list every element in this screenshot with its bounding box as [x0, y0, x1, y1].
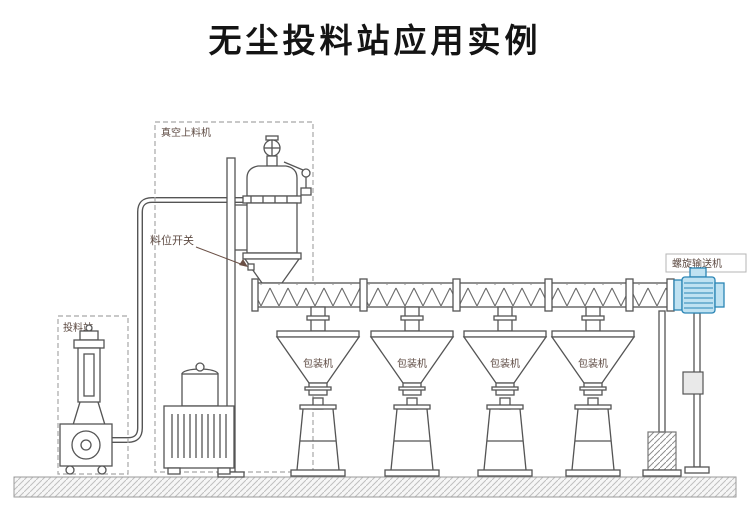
side-fitting-pipe [283, 161, 304, 171]
cart-wheel-right [97, 465, 107, 475]
conveyor-flange [452, 278, 461, 312]
pump-grille [171, 414, 227, 458]
vessel-body [246, 202, 298, 254]
feeding-station-boundary [57, 315, 129, 475]
junction-box [682, 371, 704, 395]
vessel-flange-lower [242, 252, 302, 260]
station-head [79, 330, 99, 341]
station-cap-icon [85, 324, 93, 332]
station-inner-tube [83, 353, 95, 397]
packing-machine-label: 包装机 [490, 357, 520, 370]
level-switch-label: 料位开关 [150, 233, 194, 247]
side-valve-icon [301, 168, 311, 178]
conveyor-endcap-right [666, 278, 675, 312]
packing-machine-1 [276, 306, 360, 477]
pump-tank [181, 373, 219, 407]
conveyor-flange [625, 278, 634, 312]
station-drum-hub [80, 439, 92, 451]
vacuum-feeder-label: 真空上料机 [161, 126, 211, 139]
conveyor-endcap-left [251, 278, 259, 312]
packing-machines-group: 包装机 包装机 包装机 包装机 [276, 306, 635, 477]
level-switch-arrow [239, 259, 248, 267]
ground-hatch [13, 476, 737, 498]
feeding-station-group: 投料站 [57, 315, 129, 475]
motor-flange [673, 279, 683, 311]
ground [13, 476, 737, 498]
screw-conveyor-group: 螺旋输送机 [251, 253, 747, 312]
drive-motor-group [642, 267, 725, 477]
vessel-lid [246, 165, 298, 197]
side-fitting-box [300, 187, 312, 196]
conveyor-flange [359, 278, 368, 312]
pump-box [163, 405, 235, 469]
conveyor-support-rod [658, 310, 666, 433]
motor-rear-cap [714, 282, 725, 308]
vacuum-line-pipe [108, 197, 247, 443]
packing-machine-4 [551, 306, 635, 477]
conveyor-flange [544, 278, 553, 312]
packing-machine-3 [463, 306, 547, 477]
motor-fins [684, 282, 713, 309]
support-pedestal [647, 431, 677, 471]
pedestal-base [642, 469, 682, 477]
motor-terminal-box [689, 267, 707, 278]
motor-support-foot [684, 466, 710, 474]
conveyor-screw [256, 284, 670, 306]
packing-machine-2 [370, 306, 454, 477]
pump-tank-cap [195, 362, 205, 372]
pipe-inner [108, 198, 247, 442]
level-switch-sensor [247, 263, 255, 271]
packing-machine-label: 包装机 [578, 357, 608, 370]
screw-conveyor-label: 螺旋输送机 [672, 257, 722, 270]
page-title: 无尘投料站应用实例 [209, 22, 542, 59]
vacuum-feeder-group: 真空上料机 料位开关 [150, 121, 314, 478]
station-cart [59, 423, 113, 467]
station-flange [73, 339, 105, 349]
cart-wheel-left [65, 465, 75, 475]
pump-foot-right [217, 467, 231, 475]
packing-machine-label: 包装机 [303, 357, 333, 370]
packing-machine-label: 包装机 [397, 357, 427, 370]
level-switch-leader [195, 246, 247, 267]
pump-foot-left [167, 467, 181, 475]
vessel-flange-upper [242, 195, 302, 204]
valve-stem [266, 155, 278, 167]
station-drum [71, 430, 101, 460]
